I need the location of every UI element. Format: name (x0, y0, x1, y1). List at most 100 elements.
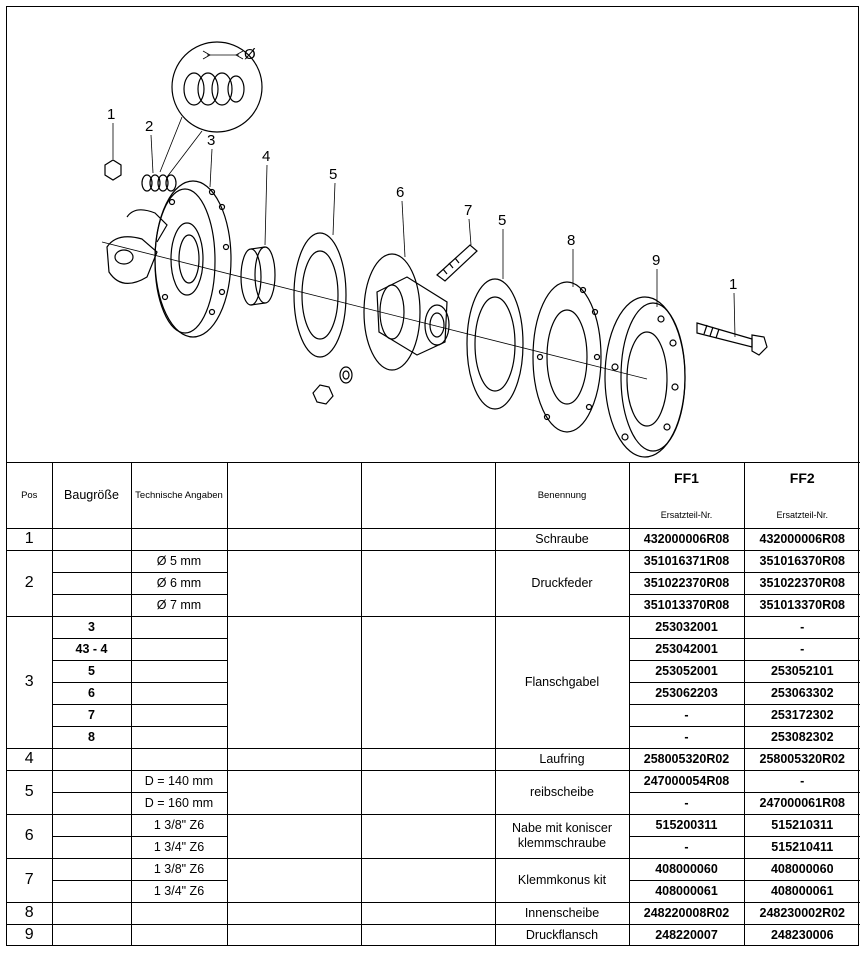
ff2-part-number: 515210311 (743, 813, 860, 837)
blank-cell (226, 549, 362, 617)
table-row: 4 Laufring 258005320R02 258005320R02 (7, 747, 860, 771)
ff2-part-number: 247000061R08 (743, 791, 860, 815)
ff1-part-number: - (628, 791, 745, 815)
ff1-part-number: 253032001 (628, 615, 745, 639)
tech-cell: 1 3/4" Z6 (130, 835, 228, 859)
header-pos: Pos (7, 463, 53, 529)
tech-cell: Ø 7 mm (130, 593, 228, 617)
table-row: Ø 7 mm 351013370R08 351013370R08 (7, 593, 860, 617)
diameter-symbol: Ø (244, 46, 256, 63)
tech-cell: Ø 6 mm (130, 571, 228, 595)
ff2-part-number: 253052101 (743, 659, 860, 683)
table-row: 2 Ø 5 mm Druckfeder 351016371R08 3510163… (7, 549, 860, 617)
blank-cell (360, 857, 496, 903)
callout-6: 6 (396, 184, 404, 201)
ff2-part-number: 248230002R02 (743, 901, 860, 925)
table-row: 6 1 3/8" Z6 Nabe mit koniscer klemmschra… (7, 813, 860, 859)
ff1-part-number: 248220007 (628, 923, 745, 946)
ff1-part-number: 351022370R08 (628, 571, 745, 595)
tech-cell (130, 681, 228, 705)
tech-cell (130, 923, 228, 946)
ff2-part-number: 258005320R02 (743, 747, 860, 771)
header-ff1: FF1 Ersatzteil-Nr. (628, 463, 745, 529)
tech-cell: 1 3/4" Z6 (130, 879, 228, 903)
size-cell (51, 857, 132, 881)
parts-sheet: 1 2 3 4 5 6 7 5 8 9 1 Ø Pos Baugröße Te (6, 6, 860, 946)
tech-cell: 1 3/8" Z6 (130, 813, 228, 837)
blank-cell (360, 549, 496, 617)
header-benennung: Benennung (494, 463, 630, 529)
callout-1b: 1 (729, 276, 737, 293)
blank-cell (360, 901, 496, 925)
table-row: D = 160 mm - 247000061R08 (7, 791, 860, 815)
tech-cell: 1 3/8" Z6 (130, 857, 228, 881)
blank-cell (226, 901, 362, 925)
blank-cell (360, 769, 496, 815)
pos-cell: 1 (7, 527, 53, 551)
size-cell (52, 835, 132, 859)
table-row: 1 3/4" Z6 408000061 408000061 (7, 879, 860, 903)
size-cell: 3 (51, 615, 132, 639)
tech-cell (130, 659, 228, 683)
size-cell: 43 - 4 (52, 637, 132, 661)
tech-cell (130, 747, 228, 771)
tech-cell (130, 901, 228, 925)
callout-5b: 5 (498, 212, 506, 229)
tech-cell (130, 527, 228, 551)
header-blank-2 (360, 463, 496, 529)
pos-cell: 3 (7, 615, 53, 749)
table-row: Ø 6 mm 351022370R08 351022370R08 (7, 571, 860, 595)
size-cell (51, 549, 132, 573)
ff2-part-number: 248230006 (743, 923, 860, 946)
size-cell: 7 (52, 703, 132, 727)
table-row: 8 - 253082302 (7, 725, 860, 749)
ff1-part-number: 258005320R02 (628, 747, 745, 771)
exploded-view-svg: 1 2 3 4 5 6 7 5 8 9 1 Ø (101, 41, 768, 458)
pos-cell: 7 (7, 857, 53, 903)
pos-cell: 9 (7, 923, 53, 946)
pos-cell: 5 (7, 769, 53, 815)
table-row: 1 Schraube 432000006R08 432000006R08 (7, 527, 860, 551)
ff1-part-number: - (628, 725, 745, 749)
name-cell: Laufring (494, 747, 630, 771)
callout-1a: 1 (107, 106, 115, 123)
blank-cell (360, 923, 496, 946)
ff1-part-number: 432000006R08 (628, 527, 745, 551)
blank-cell (360, 615, 496, 749)
name-cell: Flanschgabel (494, 615, 630, 749)
parts-table: Pos Baugröße Technische Angaben Benennun… (7, 463, 860, 946)
tech-cell (130, 637, 228, 661)
size-cell (51, 769, 132, 793)
blank-cell (360, 813, 496, 859)
size-cell: 5 (52, 659, 132, 683)
table-row: 9 Druckflansch 248220007 248230006 (7, 923, 860, 946)
header-ff1-sub: Ersatzteil-Nr. (660, 510, 713, 521)
blank-cell (360, 527, 496, 551)
table-header-row: Pos Baugröße Technische Angaben Benennun… (7, 463, 860, 529)
header-ff1-label: FF1 (674, 470, 699, 487)
tech-cell: Ø 5 mm (130, 549, 228, 573)
blank-cell (226, 769, 362, 815)
header-ff2-sub: Ersatzteil-Nr. (776, 510, 828, 521)
ff1-part-number: 253052001 (628, 659, 745, 683)
ff2-part-number: 351016370R08 (743, 549, 860, 573)
table-row: 3 3 Flanschgabel 253032001 - (7, 615, 860, 749)
pos-cell: 8 (7, 901, 53, 925)
blank-cell (226, 615, 362, 749)
size-cell (51, 901, 132, 925)
ff1-part-number: - (628, 835, 745, 859)
name-cell: Druckfeder (494, 549, 630, 617)
name-cell: Druckflansch (494, 923, 630, 946)
callout-9: 9 (652, 252, 660, 269)
header-baugroesse: Baugröße (51, 463, 132, 529)
ff2-part-number: - (743, 615, 860, 639)
name-cell: Klemmkonus kit (494, 857, 630, 903)
size-cell (51, 527, 132, 551)
blank-cell (226, 527, 362, 551)
tech-cell (130, 703, 228, 727)
size-cell (52, 791, 132, 815)
size-cell (51, 813, 132, 837)
ff1-part-number: - (628, 703, 745, 727)
ff2-part-number: 253082302 (743, 725, 860, 749)
blank-cell (226, 813, 362, 859)
